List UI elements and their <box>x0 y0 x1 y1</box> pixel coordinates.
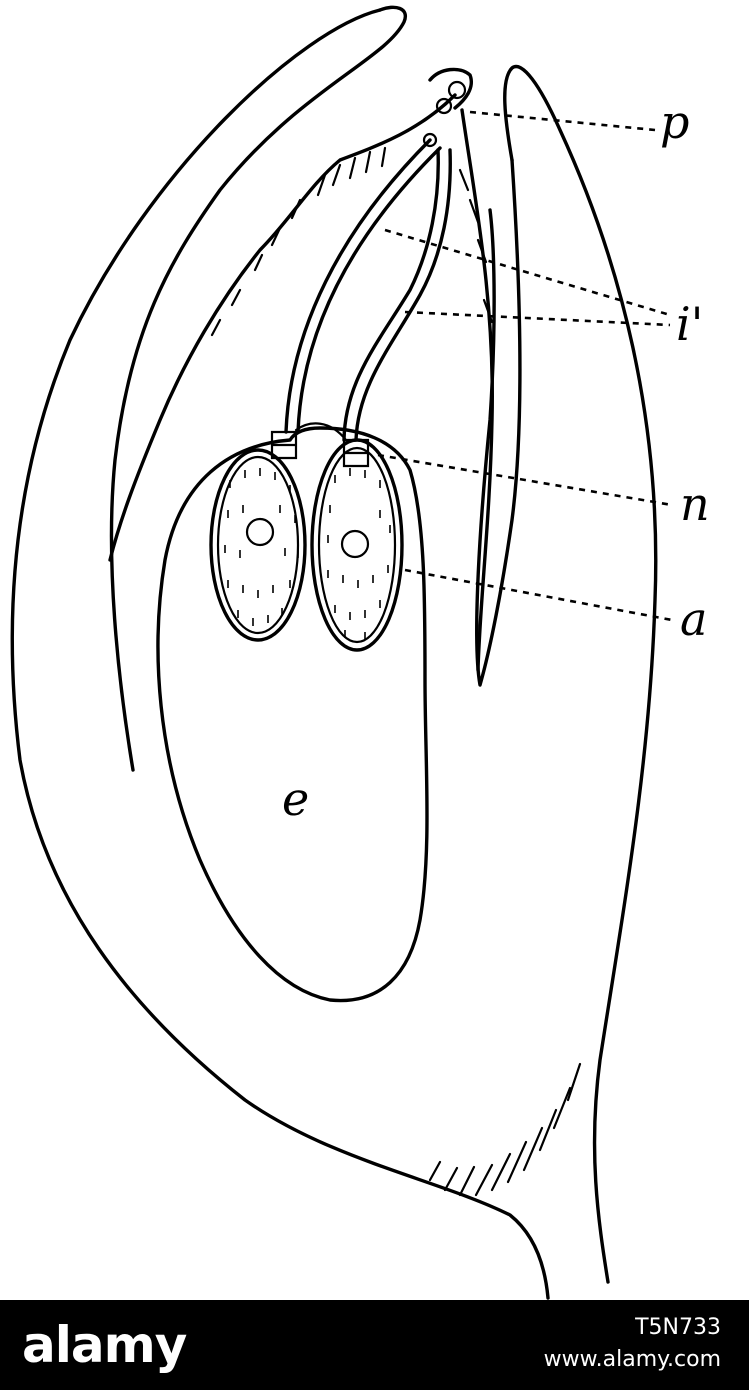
label-e: e <box>282 772 309 826</box>
right-cell-inner <box>317 446 397 644</box>
left-nucleus <box>245 517 275 547</box>
right-nucleus <box>340 529 370 559</box>
right-integument <box>503 64 658 1284</box>
pollen-grain-2 <box>435 97 453 115</box>
leader-i-lower <box>404 310 671 327</box>
right-cell <box>310 438 404 652</box>
chalaza-hatching <box>428 1062 582 1197</box>
right-integument-inner <box>475 158 522 687</box>
outer-integument <box>10 8 550 1300</box>
pollen-tube-left <box>284 138 432 434</box>
pollen-tube-right-b <box>354 148 452 442</box>
image-code: T5N733 www.alamy.com <box>544 1312 721 1376</box>
leader-a <box>404 568 673 622</box>
inner-integument <box>108 93 457 562</box>
leader-n <box>377 453 673 507</box>
micropyle <box>428 67 473 110</box>
label-n: n <box>680 477 710 531</box>
left-cell-inner <box>216 455 300 635</box>
leader-p <box>469 110 656 132</box>
cell-stippling <box>224 468 391 640</box>
image-id: T5N733 <box>635 1315 721 1340</box>
inner-integument-right-edge <box>460 108 494 672</box>
pollen-tube-left-b <box>296 146 442 434</box>
watermark-footer: alamy T5N733 www.alamy.com <box>0 1300 749 1390</box>
alamy-logo: alamy <box>22 1316 187 1374</box>
pollen-grain-1 <box>447 80 467 100</box>
ovule-illustration: p i' n a e <box>10 5 710 1300</box>
site-url: www.alamy.com <box>543 1347 721 1372</box>
left-cell <box>209 448 307 642</box>
embryo-sac <box>156 426 429 1003</box>
label-i: i' <box>676 297 703 351</box>
pollen-grain-3 <box>422 132 438 148</box>
leader-i-upper <box>384 228 671 317</box>
left-neck-cells <box>270 430 298 460</box>
right-neck-cells <box>342 438 370 468</box>
ovule-diagram-svg: p i' n a e <box>10 5 710 1300</box>
label-p: p <box>660 95 689 149</box>
pollen-tube-right <box>342 148 440 442</box>
label-a: a <box>680 592 707 646</box>
outer-integument-tip <box>109 5 407 772</box>
